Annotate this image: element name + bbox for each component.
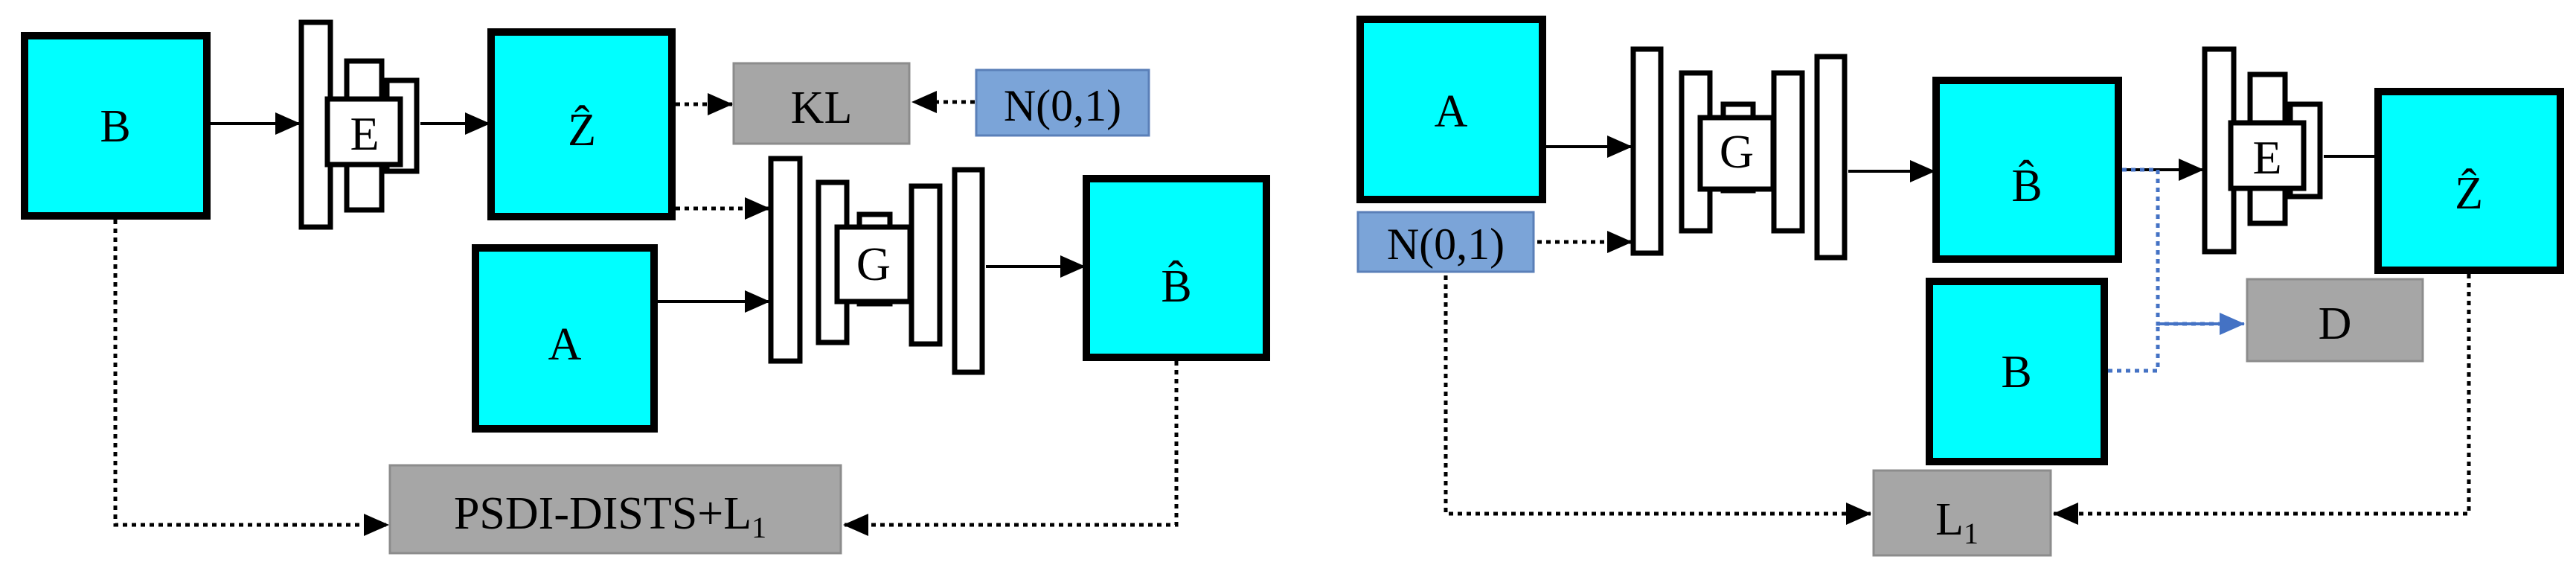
right-panel: A N(0,1) G B̂ E bbox=[1356, 16, 2564, 557]
left-panel: B E Ẑ KL N(0,1) A bbox=[21, 19, 1270, 555]
right-discriminator-label: D bbox=[2319, 299, 2352, 349]
right-generator: G bbox=[1630, 46, 1848, 261]
right-encoder-label: E bbox=[2252, 131, 2281, 184]
left-box-a: A bbox=[472, 244, 658, 433]
left-encoder: E bbox=[298, 19, 420, 230]
right-loss-label: L1 bbox=[1935, 494, 1979, 550]
right-latent-box: Ẑ bbox=[2374, 88, 2564, 274]
left-latent-box: Ẑ bbox=[487, 28, 676, 220]
right-encoder: E bbox=[2202, 46, 2323, 255]
left-output-label: B̂ bbox=[1161, 261, 1191, 312]
left-box-b: B bbox=[21, 32, 211, 220]
left-loss-box: PSDI-DISTS+L1 bbox=[388, 464, 842, 555]
right-box-b: B bbox=[1926, 278, 2108, 465]
right-prior-box: N(0,1) bbox=[1356, 211, 1535, 273]
right-discriminator-box: D bbox=[2246, 278, 2424, 363]
right-box-a-label: A bbox=[1435, 86, 1468, 137]
right-prior-label: N(0,1) bbox=[1387, 220, 1505, 269]
left-generator: G bbox=[768, 156, 985, 375]
line-b-to-discriminator bbox=[2108, 324, 2160, 373]
right-generator-label: G bbox=[1720, 125, 1754, 178]
right-box-a: A bbox=[1356, 16, 1546, 203]
left-loss-label: PSDI-DISTS+L1 bbox=[454, 488, 766, 544]
arrow-output-to-loss bbox=[843, 361, 1179, 536]
left-kl-label: KL bbox=[791, 83, 853, 133]
arrow-b-to-loss bbox=[113, 220, 389, 536]
left-prior-label: N(0,1) bbox=[1004, 81, 1121, 130]
left-encoder-label: E bbox=[350, 107, 379, 160]
left-box-b-label: B bbox=[100, 101, 130, 152]
arrow-prior-to-loss bbox=[1444, 275, 1871, 525]
left-output-box: B̂ bbox=[1083, 175, 1270, 361]
right-box-b-label: B bbox=[2001, 347, 2031, 398]
right-output-label: B̂ bbox=[2011, 160, 2042, 211]
left-kl-box: KL bbox=[732, 62, 911, 145]
right-loss-box: L1 bbox=[1872, 469, 2052, 557]
right-output-box: B̂ bbox=[1932, 77, 2122, 263]
right-latent-label: Ẑ bbox=[2455, 168, 2483, 219]
left-generator-label: G bbox=[856, 237, 891, 290]
left-box-a-label: A bbox=[548, 319, 582, 370]
left-prior-box: N(0,1) bbox=[975, 68, 1150, 137]
left-latent-label: Ẑ bbox=[568, 105, 596, 156]
